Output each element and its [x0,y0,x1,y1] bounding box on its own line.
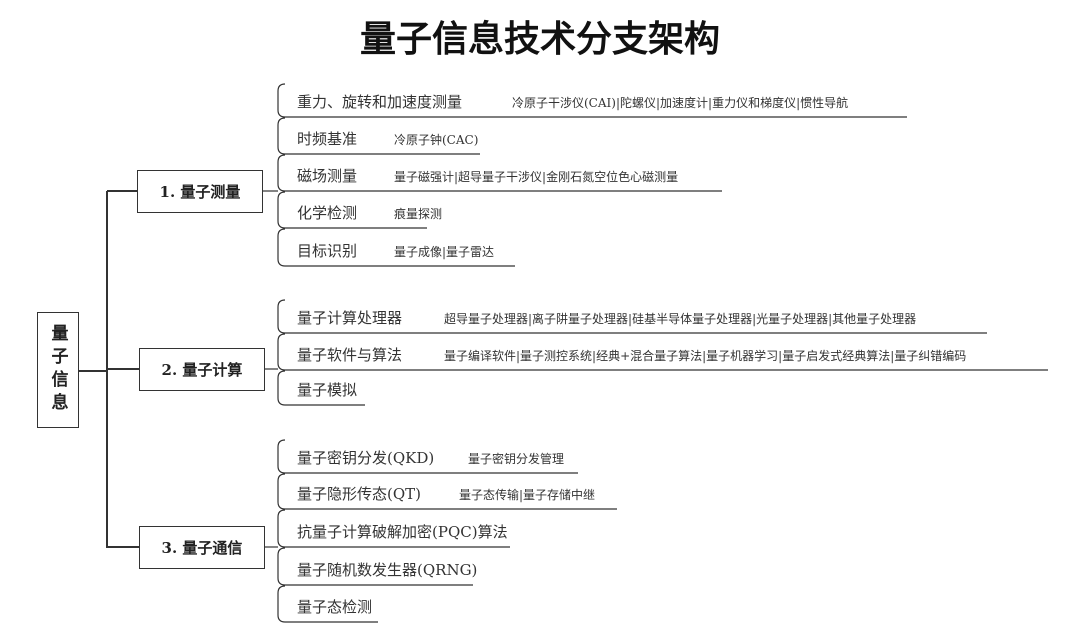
child-detail: 量子磁强计|超导量子干涉仪|金刚石氮空位色心磁测量 [394,170,679,184]
child-underline [277,299,987,334]
child-label: 磁场测量 [297,167,358,185]
child-label: 目标识别 [297,242,358,260]
child-label: 量子密钥分发(QKD) [297,449,435,467]
child-detail: 量子编译软件|量子测控系统|经典+混合量子算法|量子机器学习|量子启发式经典算法… [444,349,967,363]
child-underline [277,370,365,406]
child-detail: 冷原子干涉仪(CAI)|陀螺仪|加速度计|重力仪和梯度仪|惯性导航 [512,96,849,110]
child-underline [277,585,378,623]
child-detail: 冷原子钟(CAC) [394,133,479,147]
child-label: 量子计算处理器 [297,309,403,327]
child-label: 量子态检测 [297,598,373,616]
branch-node: 3. 量子通信 [139,526,265,569]
child-label: 重力、旋转和加速度测量 [297,93,463,111]
child-underline [277,83,907,118]
child-label: 抗量子计算破解加密(PQC)算法 [297,523,508,541]
child-underline [277,154,722,192]
child-label: 量子软件与算法 [297,346,403,364]
branch-node: 2. 量子计算 [139,348,265,391]
child-label: 时频基准 [297,130,358,148]
child-underline [277,228,515,267]
child-detail: 量子密钥分发管理 [468,452,565,466]
child-label: 化学检测 [297,204,358,222]
child-underline [277,333,1048,371]
child-underline [277,117,480,155]
child-detail: 痕量探测 [394,207,443,221]
child-underline [277,439,578,474]
child-detail: 量子态传输|量子存储中继 [459,488,596,502]
child-underline [277,473,617,510]
root-node: 量子信息 [37,312,79,428]
child-detail: 量子成像|量子雷达 [394,245,495,259]
child-underline [277,191,427,229]
child-underline [277,547,473,586]
child-label: 量子隐形传态(QT) [297,485,422,503]
child-underline [277,509,510,548]
branch-node: 1. 量子测量 [137,170,263,213]
diagram-title: 量子信息技术分支架构 [359,18,720,60]
child-detail: 超导量子处理器|离子阱量子处理器|硅基半导体量子处理器|光量子处理器|其他量子处… [444,312,917,326]
child-label: 量子模拟 [297,381,358,399]
child-label: 量子随机数发生器(QRNG) [297,561,478,579]
